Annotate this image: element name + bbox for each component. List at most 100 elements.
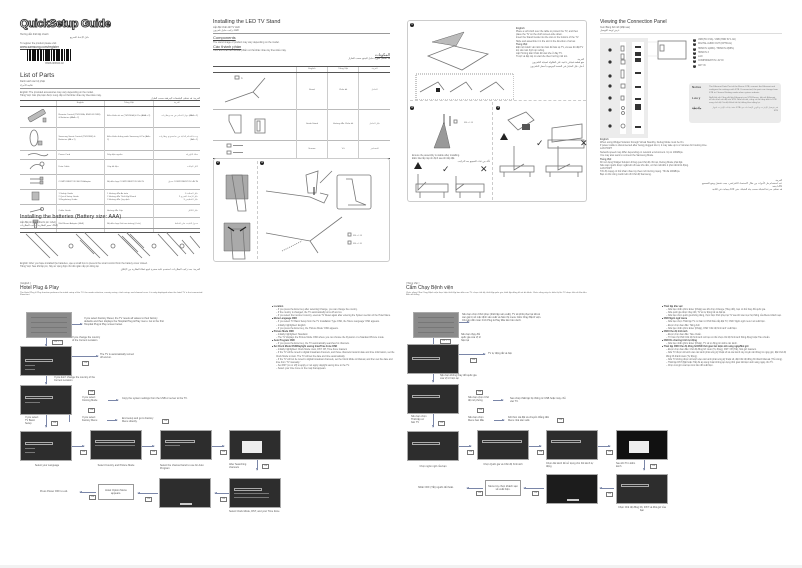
correct-placement-small [415, 174, 485, 198]
note-item: Select your time zone on the map that ap… [272, 368, 397, 371]
list-of-parts-section: List of Parts Danh sách các bộ phận قائم… [20, 72, 200, 100]
table-row: Screws Vít المسامير [213, 139, 390, 160]
parts-note-en: English: The provided accessories may va… [20, 90, 94, 94]
note-heading: Auto Program OSD [272, 340, 397, 343]
osd-select-language-vi [407, 431, 459, 461]
correct-placement-large [499, 146, 583, 177]
connection-panel-diagram [600, 38, 648, 138]
table-row: A Stand Chân đế الحامل [213, 71, 390, 110]
safety-guide-icon [20, 189, 56, 205]
stand-assembly-diagram: M4 x L14 M4 x L10 [265, 170, 372, 254]
connection-panel-section: Viewing the Connection Panel Xem Bảng Kế… [600, 19, 782, 34]
note-heading: OSD Chế độ hình ảnh [662, 331, 787, 334]
cable-holder-icon [20, 204, 56, 218]
hotel-option-menu-box-vi: Menu tùy chọn khách sạn sẽ xuất hiện. [485, 480, 521, 496]
lang-tag-vi: [ Tiếng Việt ] [406, 282, 420, 285]
stand-steps-panel-left: 2 3 M4 x L14 M4 x L10 [213, 158, 390, 262]
guide-stand-diagram [223, 174, 251, 260]
note-heading: Set Clock Mode OSD/Daylight saving time/… [272, 346, 397, 349]
guide-stand-icon [213, 108, 297, 141]
hotel-option-menu-box: Hotel Option Menu appears. [98, 484, 134, 500]
osd-select-language [20, 431, 72, 461]
stand-subtitle-vi: Lắp đặt Chân đế TV LED [213, 26, 240, 30]
note-item: If you press the Enter key, the TV autom… [272, 343, 397, 346]
warning-icon [414, 162, 422, 169]
components-note: The stand image of product may vary depe… [213, 40, 280, 44]
osd-factory-reset [26, 312, 72, 338]
note-item: Nếu bạn chọn quốc gia không đúng, thực h… [662, 315, 787, 318]
osd-setup-complete [159, 478, 211, 508]
svg-text:A: A [241, 77, 243, 80]
osd-select-country [90, 430, 142, 460]
hotel-en-intro: The Hotel Plug & Play function performs … [20, 291, 203, 294]
tv-on-table-diagram [415, 31, 514, 101]
page-title: QuickSetup Guide [20, 18, 112, 31]
note-item: Nếu TV không được dò kênh vào các kênh p… [662, 359, 787, 362]
note-item: Nếu quốc gia được thay đổi, TV sẽ tự độn… [662, 312, 787, 315]
components-vi-note: Hình ảnh chân đế của sản phẩm có thể khá… [213, 48, 287, 52]
osd-install-type [20, 385, 72, 415]
osd-setup-complete-vi [546, 474, 598, 504]
osd-select-country-vi [477, 430, 529, 460]
note-item: Được chọn ban đầu: Chế độ đồng hồ: Auto … [662, 349, 787, 352]
list-of-parts-title: List of Parts [20, 72, 55, 79]
parts-note-vi: Tiếng Việt: Các phụ kiện được cung cấp c… [20, 93, 102, 97]
note-item: If the TV will not be tuned to digital b… [272, 359, 397, 365]
check-icon: ✓ [536, 138, 544, 148]
warning-icon [500, 133, 508, 140]
stand-section: Installing the LED TV Stand Lắp đặt Chân… [213, 19, 390, 60]
note-item: Được chọn ban đầu: Tiếng Anh [662, 325, 787, 328]
register-url[interactable]: www.samsung.com/register [20, 44, 59, 49]
step-number-1: 1 [410, 23, 414, 27]
component-adapter-icon [20, 174, 56, 190]
hotel-vi-intro: Chức năng Cắm Chạy Bệnh viện thực hiện t… [406, 291, 587, 294]
note-item: If you select TV Basic Setup from the TV… [272, 321, 397, 324]
screw-assembly-diagram: M4 x L14 [433, 114, 474, 149]
hotel-vi-title: Cắm Chạy Bệnh viện [406, 285, 454, 292]
batteries-subtitle-ar: تركيب البطاريات (حجم البطارية: AAA) [20, 224, 59, 228]
quick-setup-header: QuickSetup Guide Hướng dẫn thiết lập nha… [20, 17, 200, 49]
battery-diagram [22, 230, 201, 260]
stand-icon: A [213, 71, 297, 110]
table-row: Guide Stand Hướng dẫn Chân đế دليل الحام… [213, 108, 390, 141]
table-row: 1 Safety Guide 2 Quick Setup Guide 3 Reg… [20, 189, 200, 205]
table-row: Power Cord Dây điện nguồn سلك الكهرباء [20, 149, 200, 160]
cross-icon: ✕ [480, 164, 488, 174]
barcode-bars [27, 49, 82, 61]
osd-auto-tuning [229, 430, 281, 460]
step3-text: Ensure the assembly is stable after inst… [412, 154, 490, 164]
stand-title: Installing the LED TV Stand [213, 19, 281, 25]
svg-text:M4 x L14: M4 x L14 [464, 122, 474, 124]
parts-note-ar: العربية: قد تختلف الملحقات المرفقة حسب ا… [150, 96, 200, 100]
osd-clock [229, 478, 281, 508]
table-row: Samsung Smart Control (TM1280E) & Batter… [20, 126, 200, 151]
note-item: Initially highlighted: English [272, 325, 397, 328]
osd-auto-program [160, 430, 212, 460]
step-number-3: 3 [260, 161, 264, 165]
components-vi-title: Các thành phần [213, 43, 242, 49]
batteries-subtitle-vi: Lắp đặt pin (Kích thước pin: AAA) [20, 221, 56, 225]
components-ar-title: المكونات [374, 52, 390, 58]
note-item: Được chọn ban đầu: Tiêu chuẩn. [662, 334, 787, 337]
battery-note-ar: العربية: بعد تركيب البطاريات، استخدم علب… [120, 268, 200, 272]
note-item: If the country is changed, the TV automa… [272, 312, 397, 315]
step-number-2: 2 [216, 161, 220, 165]
stand-components-table: English Tiếng Việt العربية A Stand Chân … [213, 66, 390, 160]
battery-note-vi: Tiếng Việt: Sau khi lắp pin, hãy sử dụng… [20, 265, 100, 269]
note-heading: Thiết lập OSD Chế độ đồng hồ/OSD thời gi… [662, 346, 787, 349]
subtitle-vi: Hướng dẫn thiết lập nhanh [20, 33, 49, 37]
power-cord-icon [20, 149, 56, 160]
table-row: Remote Control (TM1240A, BN59-01259B) & … [20, 105, 200, 128]
note-heading: OSD Ngôn ngữ menu [662, 318, 787, 321]
table-row: Cable Guide Hướng dẫn Cáp دليل الكابل [20, 204, 200, 218]
note-item: Initially highlighted: Clock Mode: Auto,… [272, 349, 397, 352]
note-item: Initially highlighted: Standard. [272, 334, 397, 337]
note-item: If you press the Enter key, the 'Picture… [272, 328, 397, 331]
table-row: Data Cable Cáp dữ liệu كابل البيانات [20, 159, 200, 175]
note-item: Nếu bạn nhấn phím Enter (Nhập), TV sẽ tự… [662, 343, 787, 346]
stand-subtitle-ar: تركيب حامل تلفزيون LED [213, 29, 239, 33]
